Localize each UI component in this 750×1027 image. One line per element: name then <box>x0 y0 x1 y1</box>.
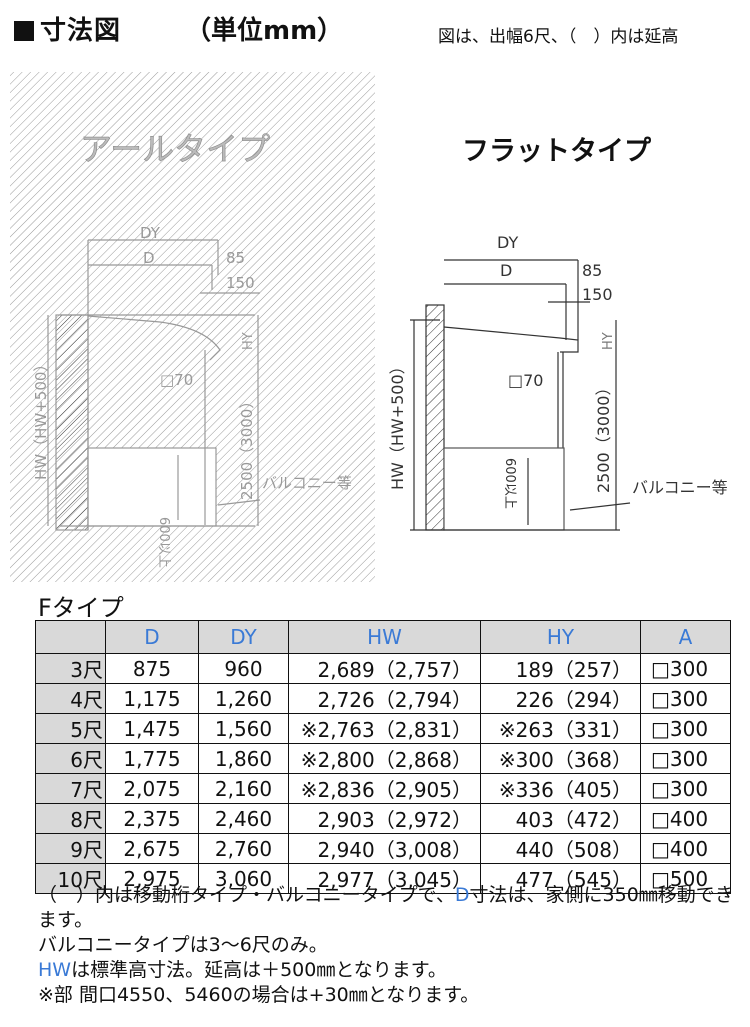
table-cell: 403（472） <box>480 803 641 834</box>
post-label-right: □70 <box>508 371 543 390</box>
table-caption: Fタイプ <box>38 594 124 622</box>
table-cell: 2,075 <box>105 773 199 804</box>
row-header-cell: 5尺 <box>35 713 106 744</box>
hw-label-left: HW（HW+500） <box>32 357 50 480</box>
height-label-right: 2500（3000） <box>594 380 613 493</box>
table-cell: 189（257） <box>480 653 641 684</box>
row-header-cell: 10尺 <box>35 863 106 894</box>
table-cell: 2,160 <box>198 773 289 804</box>
table-cell: □300 <box>640 713 731 744</box>
balcony-label-left: バルコニー等 <box>262 474 352 492</box>
table-cell: 2,675 <box>105 833 199 864</box>
table-cell: ※2,836（2,905） <box>288 773 481 804</box>
d-label-left: D <box>143 249 155 267</box>
dy-label-right: DY <box>497 233 518 252</box>
table-cell: 1,860 <box>198 743 289 774</box>
table-cell: 2,975 <box>105 863 199 894</box>
title-text: 寸法図 <box>40 16 122 46</box>
dim-150-right: 150 <box>582 285 613 304</box>
hy-label-right: HY <box>601 332 616 350</box>
header-cell <box>35 620 106 654</box>
dimension-diagrams: アールタイプ DY D 85 150 HY □70 HW（HW+500） 250… <box>10 72 728 582</box>
table-cell: □400 <box>640 833 731 864</box>
header-cell: HY <box>480 620 641 654</box>
table-cell: □400 <box>640 803 731 834</box>
square-bullet-icon <box>14 21 34 41</box>
notes: （ ）内は移動桁タイプ・バルコニータイプで、D寸法は、家側に350㎜移動できます… <box>38 883 750 1008</box>
table-cell: 2,689（2,757） <box>288 653 481 684</box>
figure-note: 図は、出幅6尺、（ ）内は延高 <box>438 27 679 47</box>
table-cell: 477（545） <box>480 863 641 894</box>
table-cell: □500 <box>640 863 731 894</box>
row-header-cell: 4尺 <box>35 683 106 714</box>
note-line-2: バルコニータイプは3～6尺のみ。 <box>38 934 328 956</box>
table-cell: □300 <box>640 743 731 774</box>
table-header-row: D DY HW HY A <box>35 620 731 654</box>
table-cell: 440（508） <box>480 833 641 864</box>
table-cell: 1,475 <box>105 713 199 744</box>
table-cell: 2,903（2,972） <box>288 803 481 834</box>
post-label-left: □70 <box>160 371 193 389</box>
flat-type-diagram: フラットタイプ DY D 85 150 HY □70 HW（HW+500） 25… <box>388 136 728 531</box>
table-cell: 1,560 <box>198 713 289 744</box>
table-cell: ※2,763（2,831） <box>288 713 481 744</box>
note-line-1: （ ）内は移動桁タイプ・バルコニータイプで、D寸法は、家側に350㎜移動できます… <box>38 884 734 931</box>
table-cell: 1,260 <box>198 683 289 714</box>
row-header-cell: 3尺 <box>35 653 106 684</box>
round-type-label: アールタイプ <box>80 130 270 168</box>
row-header-cell: 8尺 <box>35 803 106 834</box>
note-line-3: HWは標準高寸法。延高は＋500㎜となります。 <box>38 959 447 981</box>
min600-label-left: 600以上 <box>156 517 171 568</box>
table-cell: □300 <box>640 683 731 714</box>
table-cell: 960 <box>198 653 289 684</box>
table-cell: □300 <box>640 653 731 684</box>
header-cell: DY <box>198 620 289 654</box>
table-cell: 226（294） <box>480 683 641 714</box>
table-cell: ※263（331） <box>480 713 641 744</box>
header-cell: HW <box>288 620 481 654</box>
round-type-diagram: アールタイプ DY D 85 150 HY □70 HW（HW+500） 250… <box>10 72 375 582</box>
d-label-right: D <box>500 261 512 280</box>
table-cell: □300 <box>640 773 731 804</box>
page-title: 寸法図 <box>14 10 121 47</box>
unit-label: （単位mm） <box>185 16 344 46</box>
header-cell: A <box>640 620 731 654</box>
table-cell: 2,760 <box>198 833 289 864</box>
table-cell: ※2,800（2,868） <box>288 743 481 774</box>
table-cell: 2,977（3,045） <box>288 863 481 894</box>
table-cell: 1,775 <box>105 743 199 774</box>
balcony-label-right: バルコニー等 <box>632 478 728 497</box>
hw-label-right: HW（HW+500） <box>388 358 407 490</box>
table-cell: 1,175 <box>105 683 199 714</box>
row-header-cell: 9尺 <box>35 833 106 864</box>
hy-label-left: HY <box>241 332 256 350</box>
row-header-cell: 7尺 <box>35 773 106 804</box>
header-cell: D <box>105 620 199 654</box>
table-cell: 2,940（3,008） <box>288 833 481 864</box>
table-cell: 2,726（2,794） <box>288 683 481 714</box>
dim-85-right: 85 <box>582 261 602 280</box>
table-cell: 875 <box>105 653 199 684</box>
table-cell: ※336（405） <box>480 773 641 804</box>
row-header-cell: 6尺 <box>35 743 106 774</box>
dim-85-left: 85 <box>226 249 245 267</box>
min600-label-right: 600以上 <box>502 458 517 509</box>
flat-type-label: フラットタイプ <box>462 136 652 167</box>
dy-label-left: DY <box>140 224 161 242</box>
table-cell: 2,460 <box>198 803 289 834</box>
table-cell: ※300（368） <box>480 743 641 774</box>
note-line-4: ※部 間口4550、5460の場合は+30㎜となります。 <box>38 984 480 1006</box>
height-label-left: 2500（3000） <box>238 394 256 500</box>
dim-150-left: 150 <box>226 274 255 292</box>
table-cell: 2,375 <box>105 803 199 834</box>
